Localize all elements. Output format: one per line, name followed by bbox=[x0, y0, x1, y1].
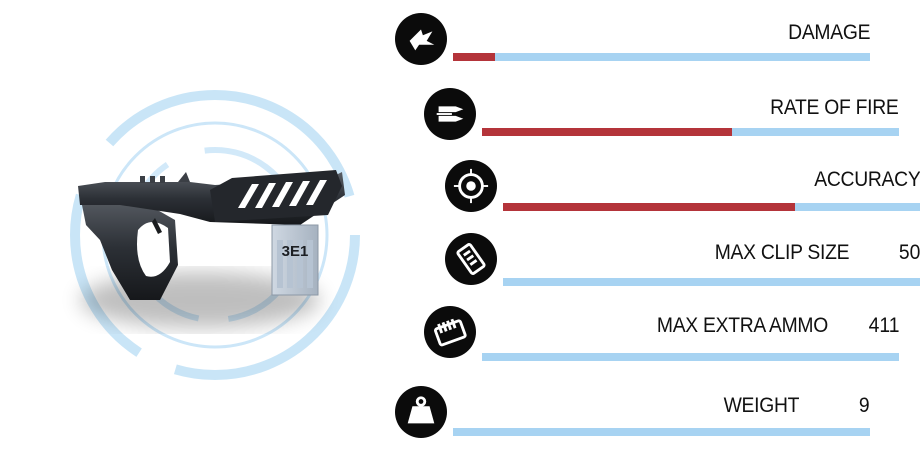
stat-label: RATE OF FIRE bbox=[770, 96, 900, 119]
accuracy-icon bbox=[445, 160, 497, 212]
pistol-body: 3E1 bbox=[78, 170, 345, 300]
stat-label: MAX CLIP SIZE bbox=[714, 241, 849, 264]
stat-bar bbox=[453, 428, 870, 436]
stat-bar bbox=[503, 278, 920, 286]
stat-bar-fill bbox=[503, 203, 795, 211]
stat-label: ACCURACY bbox=[813, 168, 920, 191]
stat-bar bbox=[482, 353, 899, 361]
stat-label: MAX EXTRA AMMO bbox=[656, 314, 828, 337]
stat-bar bbox=[453, 53, 870, 61]
stat-row-weight: WEIGHT 9 bbox=[395, 386, 870, 446]
stat-label: WEIGHT bbox=[723, 394, 799, 417]
rate-of-fire-icon bbox=[424, 88, 476, 140]
clip-marking: 3E1 bbox=[282, 243, 309, 260]
stat-bar bbox=[503, 203, 920, 211]
stat-row-max-extra-ammo: MAX EXTRA AMMO 411 bbox=[424, 306, 899, 366]
heavy-pistol-icon: 3E1 bbox=[70, 90, 360, 380]
stat-bar-fill bbox=[482, 128, 733, 136]
stat-row-damage: DAMAGE bbox=[395, 13, 875, 73]
stat-row-max-clip-size: MAX CLIP SIZE 50 bbox=[445, 233, 920, 293]
stat-bar-fill bbox=[453, 53, 495, 61]
max-extra-ammo-icon bbox=[424, 306, 476, 358]
stat-value: 50 bbox=[898, 241, 920, 264]
stat-label: DAMAGE bbox=[787, 21, 870, 44]
damage-icon bbox=[395, 13, 447, 65]
weapon-preview: 3E1 bbox=[0, 0, 380, 445]
stat-bar bbox=[482, 128, 899, 136]
max-clip-size-icon bbox=[445, 233, 497, 285]
stat-row-rate-of-fire: RATE OF FIRE bbox=[424, 88, 904, 148]
weight-icon bbox=[395, 386, 447, 438]
stat-value: 411 bbox=[868, 314, 899, 337]
stat-row-accuracy: ACCURACY bbox=[445, 160, 920, 220]
stat-value: 9 bbox=[859, 394, 870, 417]
